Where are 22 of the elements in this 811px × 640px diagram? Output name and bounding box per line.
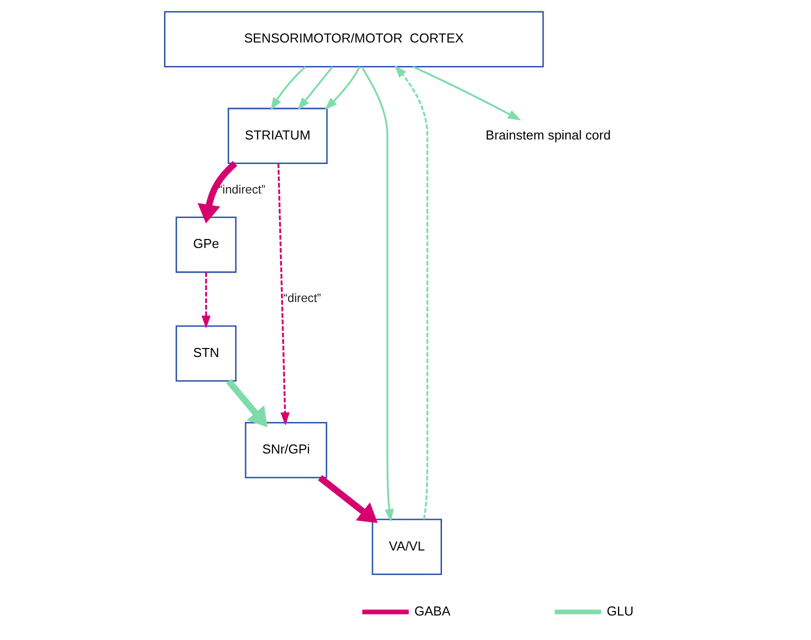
legend-label: GABA (414, 603, 450, 618)
arrow (202, 272, 211, 329)
edge-label: “direct” (284, 291, 322, 306)
node-box: SENSORIMOTOR/MOTOR CORTEX (164, 11, 544, 68)
node-box: SNr/GPi (244, 422, 328, 478)
arrow (198, 160, 238, 224)
node-box: STN (176, 325, 237, 382)
arrow (324, 66, 361, 110)
arrow (270, 66, 306, 111)
arrow (361, 66, 394, 522)
arrow (412, 66, 522, 120)
legend-label: GLU (606, 603, 634, 618)
node-text: Brainstem spinal cord (486, 127, 611, 142)
node-box: STRIATUM (228, 108, 328, 164)
edge-label: “indirect” (218, 182, 266, 196)
node-box: GPe (176, 216, 237, 273)
arrow (394, 64, 428, 520)
arrow (226, 378, 268, 428)
arrow (318, 475, 378, 523)
node-box: VA/VL (372, 518, 442, 575)
arrow (277, 163, 290, 426)
arrow (297, 66, 334, 110)
